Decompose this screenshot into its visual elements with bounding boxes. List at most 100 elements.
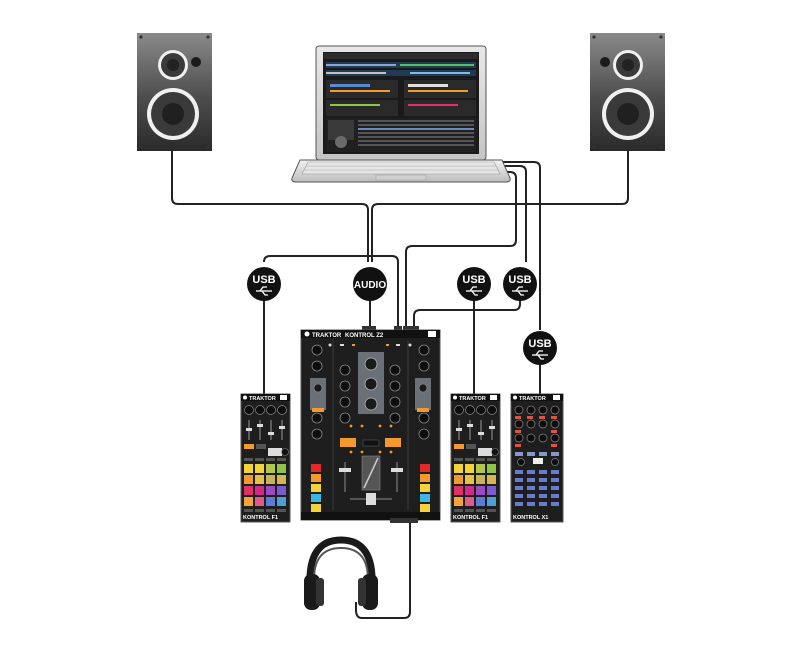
ni-logo-icon [453,395,457,400]
f1-pad[interactable] [465,486,474,495]
f1-small-button[interactable] [487,458,496,461]
usb-icon [512,286,528,296]
mixer-kontrol-z2: TRAKTOR KONTROL Z2 [300,326,441,523]
f1-small-button[interactable] [476,458,485,461]
mixer-knob[interactable] [418,344,430,356]
f1-small-button[interactable] [244,458,253,461]
f1-pad[interactable] [454,486,463,495]
f1-pad[interactable] [266,475,275,484]
usb-badge-x1-label: USB [528,338,551,350]
usb-icon [532,350,548,360]
mixer-name: KONTROL Z2 [345,333,384,339]
f1-pad[interactable] [255,464,264,473]
f1-left-brand: TRAKTOR [249,396,276,402]
f1-pad[interactable] [465,475,474,484]
f1-small-button[interactable] [454,458,463,461]
f1-small-button[interactable] [255,509,264,512]
headphones-icon [304,536,378,610]
mixer-knob[interactable] [364,357,378,371]
cable-usb2-to-mixer [413,300,521,330]
f1-pad[interactable] [465,464,474,473]
fx-button-right[interactable] [385,438,401,447]
usb-icon [466,286,482,296]
f1-small-button[interactable] [465,509,474,512]
f1-small-button[interactable] [277,509,286,512]
mixer-knob[interactable] [311,412,323,424]
mixer-knob[interactable] [311,344,323,356]
mixer-knob[interactable] [339,412,351,424]
f1-pad[interactable] [277,497,286,506]
mixer-brand: TRAKTOR [312,333,342,339]
fx-button-left[interactable] [340,438,356,447]
mixer-knob[interactable] [418,360,430,372]
f1-pad[interactable] [465,497,474,506]
usb-badge-left: USB [247,267,281,301]
crossfader[interactable] [366,493,376,505]
mixer-knob[interactable] [389,412,401,424]
ni-logo-icon [243,395,247,400]
x1-brand: TRAKTOR [519,396,546,402]
mixer-center-button[interactable] [362,439,380,447]
mixer-display-right [415,378,431,410]
mixer-knob[interactable] [339,364,351,376]
f1-small-button[interactable] [277,458,286,461]
f1-pad[interactable] [487,475,496,484]
f1-pad[interactable] [277,486,286,495]
f1-pad[interactable] [277,464,286,473]
f1-small-button[interactable] [266,509,275,512]
mixer-knob[interactable] [389,380,401,392]
mixer-knob[interactable] [389,364,401,376]
cable-left-speaker [171,150,369,262]
f1-pad[interactable] [244,497,253,506]
ni-logo-icon [304,331,310,337]
mixer-model-badge [428,331,436,337]
mixer-knob[interactable] [418,412,430,424]
f1-small-button[interactable] [476,509,485,512]
f1-pad[interactable] [244,475,253,484]
controller-kontrol-f1-right: TRAKTOR KONTROL F1 [450,393,501,523]
mixer-knob[interactable] [339,380,351,392]
usb-badge-x1: USB [523,331,557,365]
f1-pad[interactable] [476,464,485,473]
cable-laptop-usb-2 [498,165,527,262]
channel-fader-right[interactable] [391,468,403,472]
f1-pad[interactable] [476,497,485,506]
mixer-knob[interactable] [418,428,430,440]
audio-badge-label: AUDIO [354,280,386,291]
f1-pad[interactable] [255,475,264,484]
f1-pad[interactable] [454,475,463,484]
f1-small-button[interactable] [454,509,463,512]
f1-pad[interactable] [244,464,253,473]
f1-pad[interactable] [255,486,264,495]
f1-pad[interactable] [266,497,275,506]
f1-small-button[interactable] [266,458,275,461]
f1-pad[interactable] [266,486,275,495]
controller-kontrol-x1: TRAKTOR KONTROL X1 [510,393,564,523]
cable-left-f1-usb [263,255,399,330]
f1-pad[interactable] [487,497,496,506]
f1-small-button[interactable] [255,458,264,461]
f1-pad[interactable] [454,497,463,506]
laptop [291,45,511,183]
mixer-knob[interactable] [311,360,323,372]
f1-pad[interactable] [244,486,253,495]
channel-fader-left[interactable] [339,468,351,472]
left-speaker [137,33,212,151]
f1-small-button[interactable] [487,509,496,512]
f1-small-button[interactable] [244,509,253,512]
f1-pad[interactable] [255,497,264,506]
f1-pad[interactable] [277,475,286,484]
f1-pad[interactable] [266,464,275,473]
f1-pad[interactable] [476,486,485,495]
f1-small-button[interactable] [465,458,474,461]
mixer-knob[interactable] [311,428,323,440]
f1-pad[interactable] [476,475,485,484]
mixer-knob[interactable] [389,396,401,408]
f1-pad[interactable] [454,464,463,473]
mixer-knob[interactable] [339,396,351,408]
f1-right-pads [454,458,496,512]
f1-pad[interactable] [487,464,496,473]
mixer-knob[interactable] [364,377,378,391]
f1-pad[interactable] [487,486,496,495]
mixer-knob[interactable] [364,397,378,411]
